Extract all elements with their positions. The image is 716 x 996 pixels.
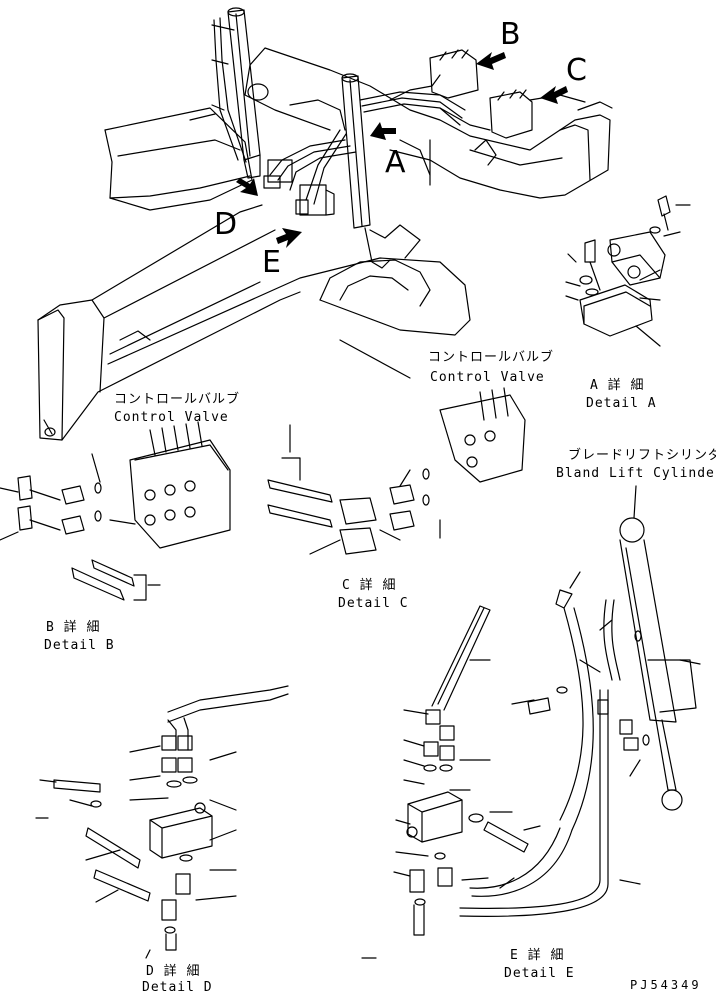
callout-a: A	[385, 145, 406, 180]
main-leaders	[211, 24, 431, 379]
left-control-valve-label-en: Control Valve	[114, 410, 229, 425]
detail-a-title-jp: A 詳 細	[590, 378, 645, 393]
detail-e-title-en: Detail E	[504, 966, 575, 981]
control-valves-top	[429, 49, 533, 139]
arrow-c-icon	[540, 86, 568, 104]
main-assembly	[37, 7, 613, 441]
blade	[104, 107, 253, 211]
drawing-code: PJ54349	[630, 978, 702, 992]
detail-b-title-en: Detail B	[44, 638, 115, 653]
lift-cylinder-left	[213, 7, 261, 179]
blade-lift-cylinder-drawing	[459, 485, 701, 917]
machine-frame	[37, 204, 471, 441]
detail-e-title-jp: E 詳 細	[510, 948, 565, 963]
detail-d-title-en: Detail D	[142, 980, 213, 995]
machine-body	[244, 47, 613, 259]
arrow-b-icon	[476, 52, 506, 70]
detail-c-drawing	[267, 387, 526, 555]
detail-a-drawing	[565, 195, 691, 347]
main-control-valve-label-en: Control Valve	[430, 370, 545, 385]
cylinder-label-jp: ブレードリフトシリンダ	[568, 448, 716, 463]
valve-blocks	[263, 159, 335, 216]
detail-d-drawing	[35, 685, 289, 959]
detail-b-title-jp: B 詳 細	[46, 620, 101, 635]
lift-cylinder-right	[341, 73, 391, 269]
detail-a-title-en: Detail A	[586, 396, 657, 411]
detail-d-title-jp: D 詳 細	[146, 964, 201, 979]
detail-c-title-jp: C 詳 細	[342, 578, 397, 593]
arrow-e-icon	[276, 228, 302, 248]
left-control-valve-label-jp: コントロールバルブ	[114, 392, 241, 407]
arrow-d-icon	[236, 178, 258, 196]
callout-arrows	[236, 52, 568, 248]
callout-b: B	[500, 17, 521, 52]
callout-c: C	[566, 53, 587, 88]
detail-b-drawing	[0, 421, 231, 601]
detail-c-title-en: Detail C	[338, 596, 409, 611]
callout-e: E	[262, 245, 281, 280]
main-hoses	[269, 74, 491, 205]
cylinder-label-en: Bland Lift Cylinder	[556, 466, 716, 481]
callout-d: D	[214, 207, 238, 242]
main-control-valve-label-jp: コントロールバルブ	[428, 350, 555, 365]
detail-e-drawing	[361, 605, 541, 959]
arrow-a-icon	[370, 122, 396, 140]
